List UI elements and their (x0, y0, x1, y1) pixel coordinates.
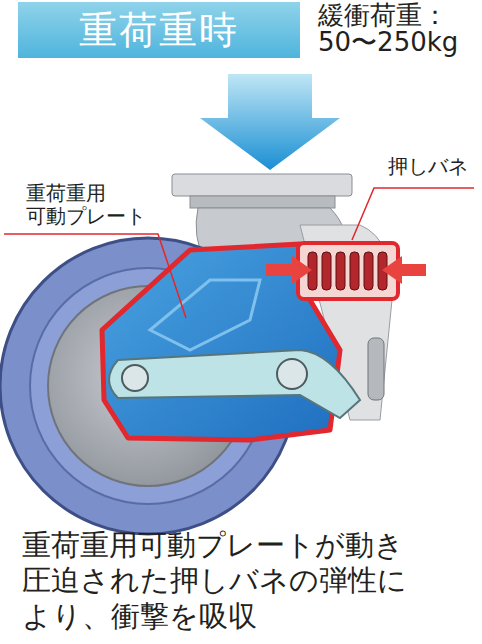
top-plate (172, 174, 352, 196)
load-arrow (200, 74, 340, 170)
lever-arm (109, 350, 360, 418)
plate-detail (150, 280, 260, 350)
leader-line (352, 188, 474, 240)
title-band: 重荷重時 (18, 2, 300, 58)
spring-symbol (308, 252, 387, 290)
title-text: 重荷重時 (79, 5, 239, 56)
plate-label: 重荷重用 可動プレート (26, 182, 166, 228)
leader-line (4, 234, 186, 318)
bolt (277, 359, 307, 389)
compression-arrow (382, 256, 426, 284)
caption: 重荷重用可動プレートが動き 圧迫された押しバネの弾性に より、衝撃を吸収 (22, 528, 474, 634)
bolt (122, 365, 148, 391)
bearing (190, 196, 335, 208)
spring-label: 押しバネ (388, 155, 478, 178)
damper (368, 338, 384, 400)
load-range-label: 緩衝荷重： 50〜250kg (318, 2, 478, 57)
compression-arrow (266, 256, 312, 284)
movable-plate (102, 244, 340, 440)
spring-box (298, 243, 398, 299)
